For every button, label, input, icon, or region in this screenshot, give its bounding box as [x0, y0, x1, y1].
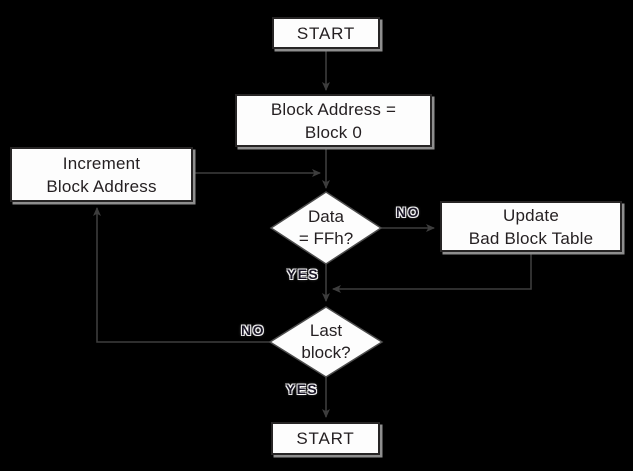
branch-label-last-no: NO: [241, 322, 265, 338]
node-start-bottom: START: [271, 422, 380, 455]
decision-data-ffh-shape: [269, 191, 383, 265]
branch-label-data-yes: YES: [286, 266, 320, 282]
branch-label-data-no: NO: [396, 204, 420, 220]
node-block-address-0: Block Address = Block 0: [235, 94, 432, 147]
node-increment-block-address: Increment Block Address: [10, 147, 193, 202]
edge-update-to-main: [332, 252, 532, 293]
node-start-top: START: [272, 17, 380, 49]
branch-label-last-yes: YES: [285, 381, 319, 397]
node-update-bad-block-table: Update Bad Block Table: [440, 201, 622, 252]
decision-last-block-shape: [268, 306, 384, 378]
edge-last-no-to-increment: [93, 207, 270, 343]
